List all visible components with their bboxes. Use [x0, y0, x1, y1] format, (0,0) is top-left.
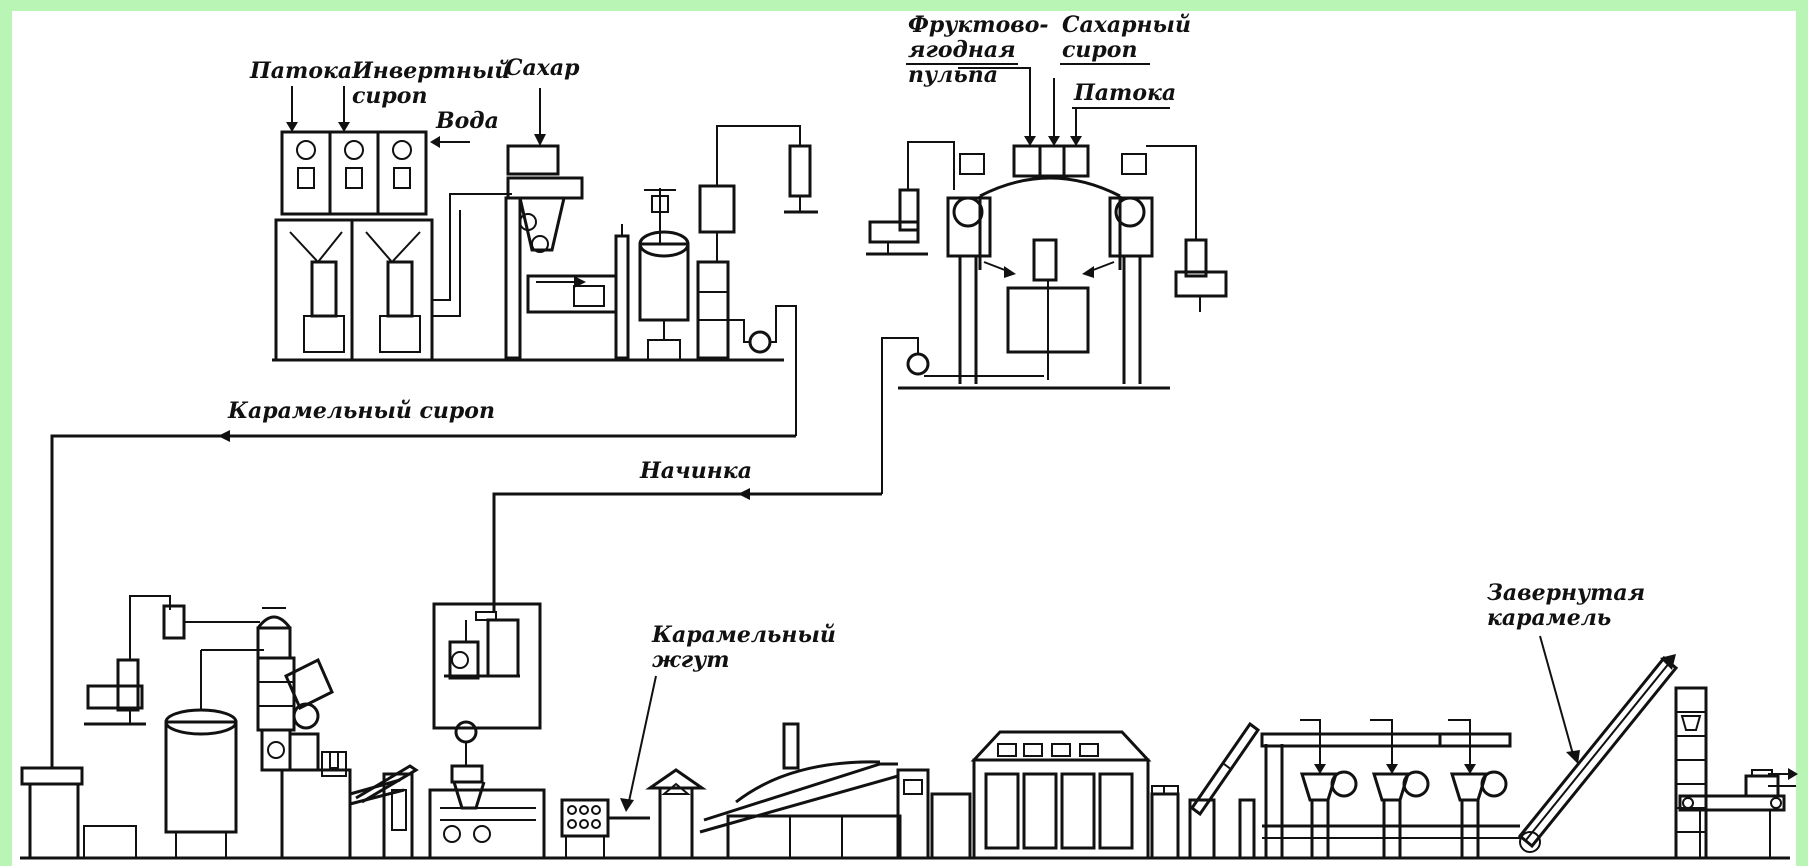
label-yagodnaya: ягодная: [908, 37, 1016, 63]
filling-preparation-station: [866, 68, 1226, 494]
label-karamelny-zhgut-1: Карамельный: [651, 622, 836, 648]
bottom-production-line: [20, 596, 1798, 858]
label-voda: Вода: [435, 108, 499, 134]
label-sakhar: Сахар: [505, 55, 580, 81]
label-invertny: Инвертный: [351, 58, 510, 84]
label-pulpa: пульпа: [908, 62, 998, 88]
label-sakharny: Сахарный: [1062, 12, 1191, 38]
label-karamelny-sirop: Карамельный сироп: [227, 398, 495, 424]
label-patoka-top: Патока: [249, 58, 352, 84]
label-zavernutaya: Завернутая: [1487, 580, 1645, 606]
label-fruktovo: Фруктово-: [908, 12, 1049, 38]
label-karamel: карамель: [1487, 605, 1611, 631]
label-karamelny-zhgut-2: жгут: [652, 647, 730, 673]
label-patoka-right: Патока: [1073, 80, 1176, 106]
label-invert-sirop: сироп: [352, 83, 427, 109]
label-sakharny-sirop: сироп: [1062, 37, 1137, 63]
label-nachinka: Начинка: [639, 458, 752, 484]
syrup-preparation-station: [272, 86, 818, 436]
nachinka-pipeline: [494, 488, 882, 612]
